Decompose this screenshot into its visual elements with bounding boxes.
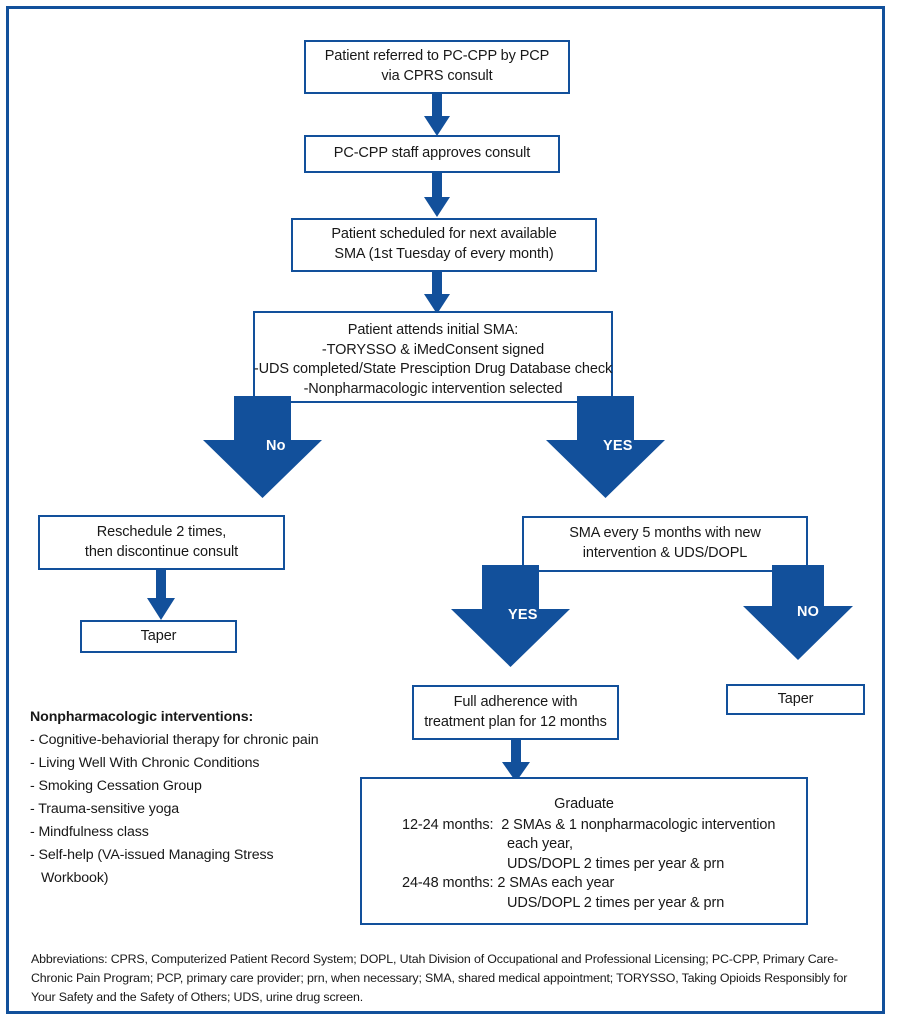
node-line: -TORYSSO & iMedConsent signed — [321, 341, 545, 358]
abbreviations-note: Abbreviations: CPRS, Computerized Patien… — [31, 952, 848, 1004]
decision-arrow-label: NO — [797, 604, 820, 620]
connector-arrow-adherence-to-graduate — [502, 740, 530, 782]
node-line: intervention & UDS/DOPL — [582, 545, 748, 561]
decision-arrow-adherence-no: NO — [743, 565, 853, 660]
graduate-row-detail: UDS/DOPL 2 times per year & prn — [507, 894, 725, 911]
decision-arrow-initial-sma-yes: YES — [546, 396, 665, 498]
connector-arrow-reschedule-to-taper — [147, 570, 175, 620]
decision-arrow-label: YES — [603, 438, 633, 454]
interventions-title: Nonpharmacologic interventions: — [30, 709, 254, 725]
connector-arrow-referral-to-approve — [424, 94, 450, 136]
graduate-row-label: 12-24 months: 2 SMAs & 1 nonpharmacologi… — [402, 816, 776, 833]
node-initial-sma: Patient attends initial SMA: -TORYSSO & … — [253, 311, 613, 403]
intervention-item: - Self-help (VA-issued Managing Stress — [30, 847, 274, 863]
node-line: Patient scheduled for next available — [331, 226, 557, 243]
node-reschedule: Reschedule 2 times, then discontinue con… — [38, 515, 285, 570]
node-taper-right: Taper — [726, 684, 865, 715]
node-sma-every-5-months: SMA every 5 months with new intervention… — [522, 516, 808, 572]
node-line: Patient referred to PC-CPP by PCP — [324, 48, 550, 65]
node-line: Full adherence with — [453, 693, 578, 710]
node-graduate: Graduate 12-24 months: 2 SMAs & 1 nonpha… — [360, 777, 808, 925]
intervention-item: - Mindfulness class — [30, 824, 149, 840]
node-line: PC-CPP staff approves consult — [333, 145, 531, 162]
graduate-body: Graduate 12-24 months: 2 SMAs & 1 nonpha… — [362, 795, 806, 913]
graduate-row-detail: UDS/DOPL 2 times per year & prn — [507, 855, 725, 872]
decision-arrow-label: YES — [508, 607, 538, 623]
node-line: SMA (1st Tuesday of every month) — [334, 246, 554, 262]
node-line: Patient attends initial SMA: — [347, 322, 519, 338]
node-patient-referred: Patient referred to PC-CPP by PCP via CP… — [304, 40, 570, 94]
connector-arrow-approve-to-schedule — [424, 173, 450, 217]
graduate-row-detail: each year, — [507, 836, 573, 853]
node-staff-approves: PC-CPP staff approves consult — [304, 135, 560, 173]
node-line: treatment plan for 12 months — [424, 713, 607, 730]
graduate-row-label: 24-48 months: 2 SMAs each year — [402, 875, 615, 892]
node-line: SMA every 5 months with new — [569, 525, 761, 542]
node-taper-left: Taper — [80, 620, 237, 653]
intervention-item: - Cognitive-behaviorial therapy for chro… — [30, 732, 319, 748]
node-line: -Nonpharmacologic intervention selected — [303, 380, 563, 397]
intervention-item-continuation: Workbook) — [41, 870, 109, 886]
node-line: then discontinue consult — [84, 543, 239, 560]
decision-arrow-adherence-yes: YES — [451, 565, 570, 667]
decision-arrow-initial-sma-no: No — [203, 396, 322, 498]
node-line: Taper — [140, 627, 177, 644]
node-line: -UDS completed/State Presciption Drug Da… — [253, 361, 613, 378]
node-line: via CPRS consult — [381, 68, 493, 84]
node-line: Taper — [777, 690, 814, 707]
node-full-adherence: Full adherence with treatment plan for 1… — [412, 685, 619, 740]
intervention-item: - Trauma-sensitive yoga — [30, 801, 180, 817]
connector-arrow-schedule-to-initial-sma — [424, 272, 450, 314]
intervention-item: - Living Well With Chronic Conditions — [30, 755, 260, 771]
nonpharmacologic-interventions-legend: Nonpharmacologic interventions: - Cognit… — [30, 706, 350, 890]
decision-arrow-label: No — [266, 438, 286, 454]
intervention-item: - Smoking Cessation Group — [30, 778, 202, 794]
node-line: Reschedule 2 times, — [96, 523, 227, 540]
graduate-heading: Graduate — [554, 796, 614, 812]
node-patient-scheduled: Patient scheduled for next available SMA… — [291, 218, 597, 272]
